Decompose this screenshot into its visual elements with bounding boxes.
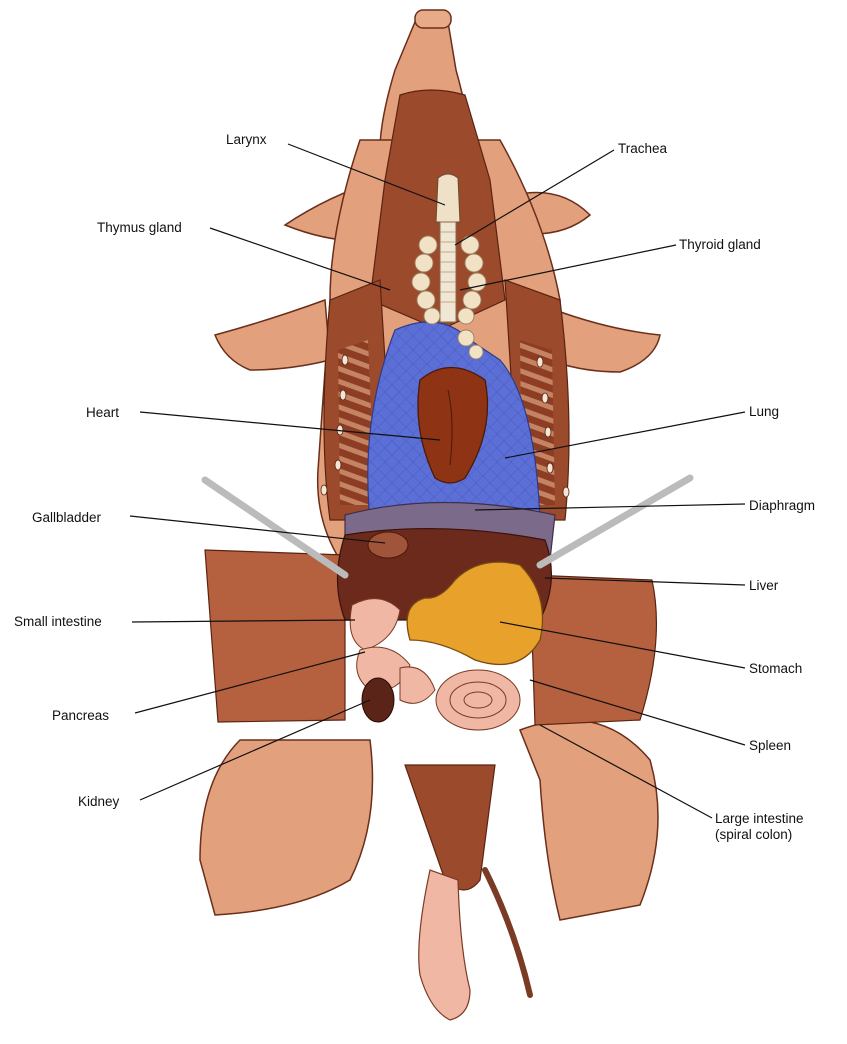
spiral-colon-shape <box>436 670 520 730</box>
gallbladder-shape <box>368 532 408 558</box>
label-gallbladder: Gallbladder <box>32 510 102 525</box>
label-large-intestine-line2: (spiral colon) <box>715 827 792 842</box>
label-small-intestine: Small intestine <box>14 614 102 629</box>
larynx-shape <box>436 174 460 222</box>
label-liver: Liver <box>749 578 779 593</box>
label-spleen: Spleen <box>749 738 791 753</box>
label-larynx: Larynx <box>226 132 267 147</box>
label-heart: Heart <box>86 405 119 420</box>
label-stomach: Stomach <box>749 661 802 676</box>
label-thymus-gland: Thymus gland <box>97 220 182 235</box>
label-diaphragm: Diaphragm <box>749 498 815 513</box>
kidney-shape <box>362 678 394 722</box>
label-thyroid-gland: Thyroid gland <box>679 237 761 252</box>
label-pancreas: Pancreas <box>52 708 109 723</box>
label-kidney: Kidney <box>78 794 120 809</box>
snout <box>415 10 451 28</box>
label-lung: Lung <box>749 404 779 419</box>
label-trachea: Trachea <box>618 141 668 156</box>
label-large-intestine-line1: Large intestine <box>715 811 804 826</box>
